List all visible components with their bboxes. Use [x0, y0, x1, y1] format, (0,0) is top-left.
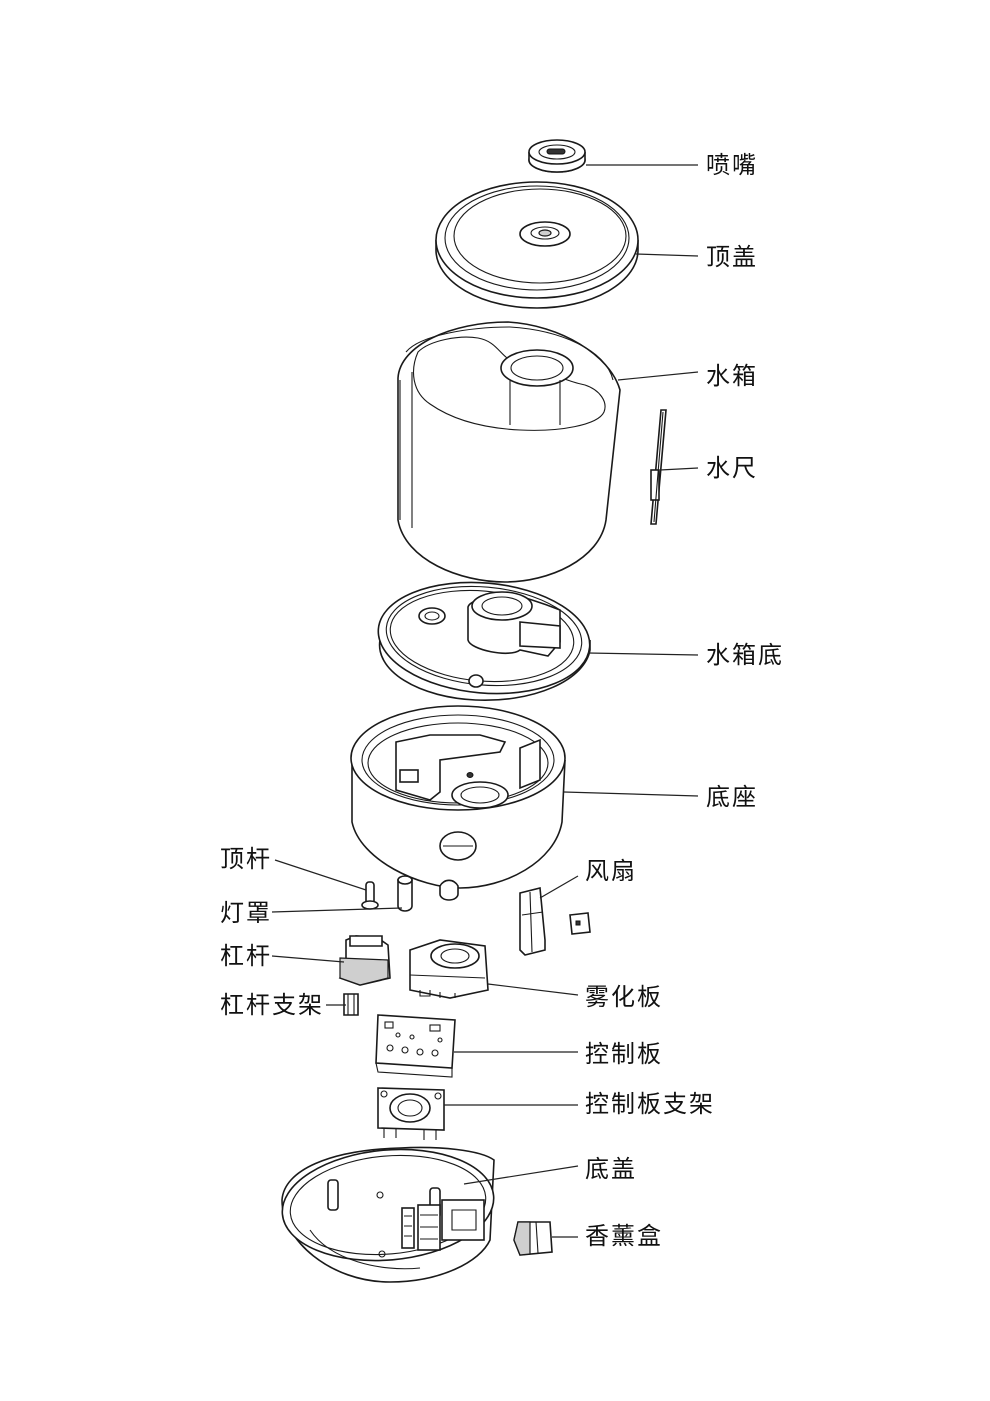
label-control-board-bracket: 控制板支架 — [585, 1090, 715, 1118]
label-top-rod: 顶杆 — [220, 845, 272, 873]
top-rod-part — [361, 881, 379, 910]
atomizer-board-part — [409, 939, 489, 999]
lever-bracket-part — [343, 993, 359, 1016]
label-fan: 风扇 — [585, 857, 637, 885]
label-nozzle: 喷嘴 — [706, 151, 758, 179]
control-board-bracket-part — [377, 1087, 445, 1140]
knob-part — [439, 879, 459, 901]
label-top-cover: 顶盖 — [706, 243, 758, 271]
label-aroma-box: 香薰盒 — [585, 1222, 663, 1250]
lever-part — [338, 935, 391, 986]
nozzle-part — [528, 139, 586, 173]
fan-part — [519, 886, 591, 956]
bottom-cover-part — [281, 1146, 495, 1283]
lamp-shade-part — [397, 875, 413, 912]
label-tank-bottom: 水箱底 — [706, 641, 784, 669]
label-water-gauge: 水尺 — [706, 454, 758, 482]
label-lever: 杠杆 — [220, 942, 272, 970]
label-control-board: 控制板 — [585, 1040, 663, 1068]
control-board-part — [375, 1014, 456, 1078]
aroma-box-part — [513, 1221, 553, 1256]
leader-lines — [271, 164, 699, 1238]
label-lamp-shade: 灯罩 — [220, 899, 272, 927]
label-bottom-cover: 底盖 — [585, 1155, 637, 1183]
label-lever-bracket: 杠杆支架 — [220, 991, 324, 1019]
base-part — [350, 705, 566, 889]
label-base: 底座 — [706, 783, 758, 811]
label-water-tank: 水箱 — [706, 362, 758, 390]
label-atomizer-board: 雾化板 — [585, 983, 663, 1011]
top-cover-part — [435, 181, 639, 309]
tank-bottom-part — [377, 581, 591, 702]
water-gauge-part — [650, 409, 667, 525]
water-tank-part — [397, 321, 621, 583]
